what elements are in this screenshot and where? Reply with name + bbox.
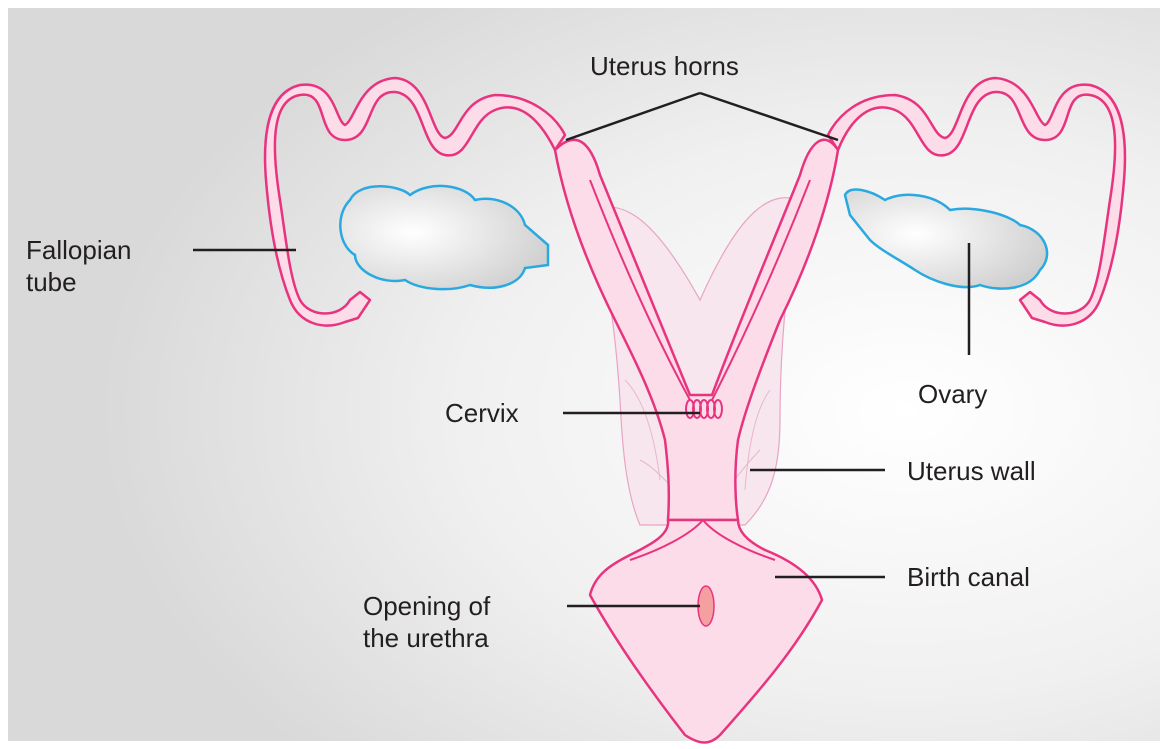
birth-canal-label: Birth canal: [907, 561, 1030, 593]
cervix-label: Cervix: [445, 397, 519, 429]
fallopian-tube-label: Fallopian tube: [26, 234, 132, 298]
uterus-wall-text: Uterus wall: [907, 456, 1036, 486]
urethra-opening: [698, 586, 714, 626]
fallopian-tube-text-line2: tube: [26, 266, 132, 298]
uterus-horns-label: Uterus horns: [590, 50, 739, 82]
urethra-text-line2: the urethra: [363, 622, 490, 654]
urethra-label: Opening of the urethra: [363, 590, 490, 654]
ovary-text: Ovary: [918, 379, 987, 409]
uterus-wall-label: Uterus wall: [907, 455, 1036, 487]
uterus-horns-text: Uterus horns: [590, 51, 739, 81]
cervix-text: Cervix: [445, 398, 519, 428]
ovary-label: Ovary: [918, 378, 987, 410]
fallopian-tube-text-line1: Fallopian: [26, 234, 132, 266]
birth-canal-text: Birth canal: [907, 562, 1030, 592]
urethra-text-line1: Opening of: [363, 590, 490, 622]
diagram-background: [8, 8, 1160, 741]
